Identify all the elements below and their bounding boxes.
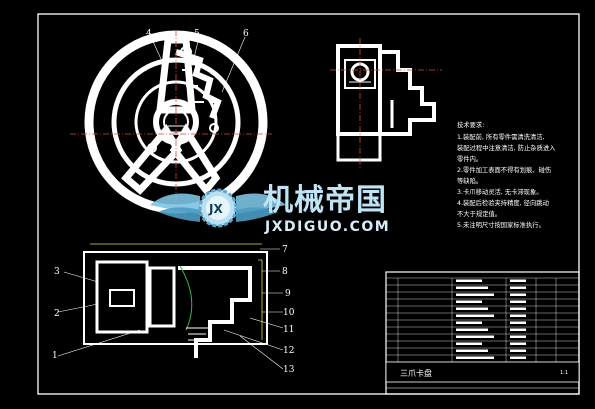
notes-line: 零件内。 bbox=[457, 154, 482, 163]
parts-list-cell-text-mark bbox=[510, 342, 526, 345]
parts-list-cell-text-mark bbox=[456, 328, 488, 331]
watermark-chinese-text: 机械帝国 bbox=[263, 183, 387, 218]
parts-list-cell-text-mark bbox=[456, 321, 482, 324]
technical-requirements: 技术要求: 1.装配前, 所有零件需清洗清洁, 装配过程中注意清洁, 防止杂质进… bbox=[457, 120, 556, 229]
callout-5: 5 bbox=[194, 29, 200, 39]
parts-list-cell-text-mark bbox=[456, 293, 494, 296]
notes-line: 2.零件加工表面不得有划痕、碰伤 bbox=[457, 165, 551, 174]
callout-numbers: 4 5 6 3 2 1 7 8 9 10 11 12 13 bbox=[52, 29, 295, 375]
parts-list-cell-text-mark bbox=[510, 314, 526, 317]
parts-list-cell-text-mark bbox=[456, 356, 494, 359]
chuck-section-view bbox=[83, 243, 268, 358]
notes-line: 3.卡爪移动灵活, 无卡滞现象。 bbox=[457, 187, 543, 196]
callout-10: 10 bbox=[283, 308, 295, 318]
center-lines-side bbox=[330, 38, 442, 168]
watermark-logo: JX 机械帝国 JXDIGUO.COM bbox=[150, 183, 390, 235]
parts-list-cell-text-mark bbox=[510, 286, 526, 289]
parts-list-cell-text-mark bbox=[456, 307, 488, 310]
parts-list-cell-text-mark bbox=[510, 349, 526, 352]
drawing-frame bbox=[37, 13, 580, 395]
parts-list-cell-text-mark bbox=[456, 314, 494, 317]
scale-text: 1:1 bbox=[560, 370, 568, 376]
parts-list-cell-text-mark bbox=[456, 342, 482, 345]
callout-8: 8 bbox=[282, 267, 288, 277]
notes-line: 等缺陷。 bbox=[457, 176, 482, 185]
notes-line: 1.装配前, 所有零件需清洗清洁, bbox=[457, 132, 545, 141]
callout-7: 7 bbox=[282, 245, 288, 255]
callout-9: 9 bbox=[285, 289, 291, 299]
callout-12: 12 bbox=[283, 346, 294, 356]
parts-list-cell-text-mark bbox=[510, 300, 526, 303]
callout-2: 2 bbox=[54, 309, 60, 319]
parts-list-cell-text-mark bbox=[510, 328, 526, 331]
parts-list-cell-text-mark bbox=[510, 321, 526, 324]
parts-list-cell-text-mark bbox=[510, 335, 526, 338]
watermark-url-text: JXDIGUO.COM bbox=[264, 219, 390, 235]
notes-heading: 技术要求: bbox=[457, 120, 484, 129]
notes-line: 4.装配后检验夹持精度, 径向跳动 bbox=[457, 198, 549, 207]
parts-list-cell-text-mark bbox=[456, 279, 482, 282]
callout-11: 11 bbox=[283, 325, 294, 335]
leader-lines bbox=[57, 36, 284, 370]
notes-line: 装配过程中注意清洁, 防止杂质进入 bbox=[457, 143, 556, 152]
center-lines-front bbox=[70, 30, 272, 218]
parts-list-cell-text-mark bbox=[456, 349, 488, 352]
callout-13: 13 bbox=[283, 365, 295, 375]
parts-list-cell-text-mark bbox=[510, 293, 526, 296]
parts-list-title-block: 三爪卡盘 1:1 bbox=[385, 271, 580, 395]
parts-list-cell-text-mark bbox=[510, 307, 526, 310]
notes-line: 不大于规定值。 bbox=[457, 209, 501, 218]
part-name-title: 三爪卡盘 bbox=[400, 368, 432, 378]
callout-1: 1 bbox=[52, 351, 58, 361]
parts-list-cell-text-mark bbox=[456, 286, 488, 289]
callout-4: 4 bbox=[146, 29, 152, 39]
notes-line: 5.未注明尺寸按国家标准执行。 bbox=[457, 220, 545, 229]
parts-list-cell-text-mark bbox=[510, 356, 526, 359]
callout-3: 3 bbox=[54, 267, 60, 277]
parts-list-cell-text-mark bbox=[456, 335, 494, 338]
parts-list-cell-text-mark bbox=[510, 279, 526, 282]
parts-list-cell-text-mark bbox=[456, 300, 482, 303]
chuck-side-view bbox=[336, 44, 436, 162]
callout-6: 6 bbox=[243, 29, 249, 39]
watermark-badge-text: JX bbox=[208, 202, 223, 216]
